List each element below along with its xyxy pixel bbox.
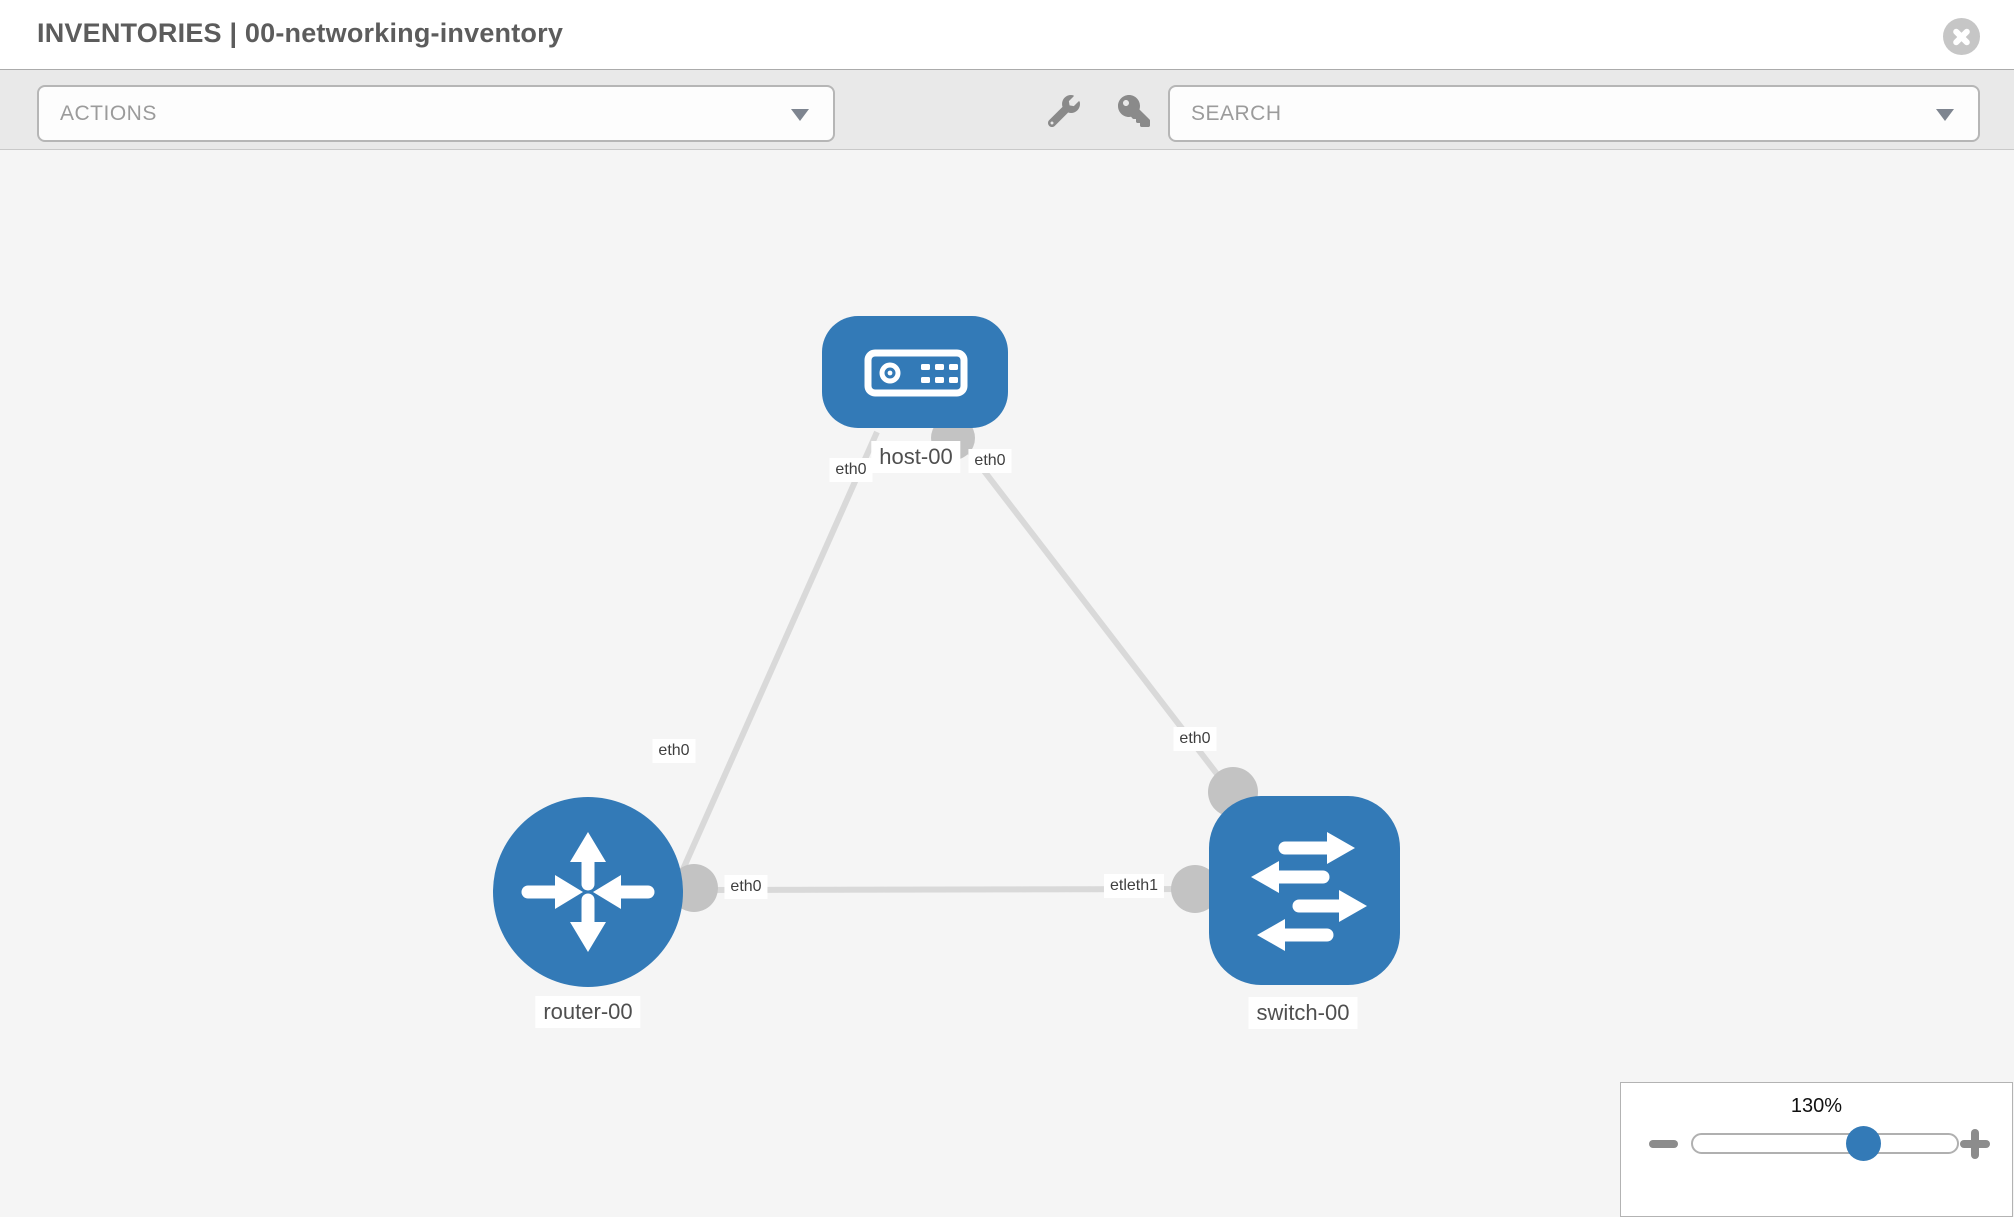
server-icon bbox=[864, 349, 968, 397]
actions-dropdown-placeholder: ACTIONS bbox=[60, 101, 157, 125]
actions-dropdown[interactable]: ACTIONS bbox=[37, 85, 835, 142]
router-icon bbox=[521, 832, 655, 952]
switch-icon bbox=[1251, 832, 1367, 951]
interface-label: eth0 bbox=[1173, 727, 1217, 751]
node-switch[interactable] bbox=[1209, 796, 1400, 985]
zoom-slider-track[interactable] bbox=[1691, 1133, 1959, 1154]
chevron-down-icon bbox=[1936, 108, 1954, 121]
interface-label: eth0 bbox=[968, 449, 1012, 473]
zoom-out-button[interactable] bbox=[1649, 1140, 1678, 1148]
node-label-host: host-00 bbox=[871, 441, 961, 473]
plus-icon bbox=[1971, 1129, 1979, 1159]
zoom-in-button[interactable] bbox=[1960, 1129, 1990, 1159]
search-dropdown-placeholder: SEARCH bbox=[1191, 101, 1282, 125]
topology-canvas[interactable]: host-00 router-00 switch-00 eth0 eth0 et… bbox=[0, 150, 2014, 1217]
node-host[interactable] bbox=[822, 316, 1008, 428]
interface-label: eth0 bbox=[829, 458, 873, 482]
chevron-down-icon bbox=[791, 108, 809, 121]
interface-dot-switch-left bbox=[1171, 865, 1219, 913]
node-label-router: router-00 bbox=[535, 996, 641, 1028]
toolbar: ACTIONS SEARCH bbox=[0, 69, 2014, 150]
zoom-panel: 130% bbox=[1620, 1082, 2013, 1217]
interface-label: eth0 bbox=[652, 739, 696, 763]
key-icon[interactable] bbox=[1116, 95, 1152, 127]
zoom-level-value: 130% bbox=[1790, 1095, 1843, 1117]
interface-label: etleth1 bbox=[1103, 874, 1165, 898]
search-dropdown[interactable]: SEARCH bbox=[1168, 85, 1980, 142]
zoom-slider-thumb[interactable] bbox=[1846, 1126, 1881, 1161]
page-title: INVENTORIES | 00-networking-inventory bbox=[37, 18, 564, 48]
header-bar: INVENTORIES | 00-networking-inventory bbox=[0, 0, 2014, 69]
wrench-icon[interactable] bbox=[1047, 95, 1080, 128]
node-router[interactable] bbox=[493, 797, 683, 987]
topology-links-layer bbox=[642, 416, 1258, 957]
node-label-switch: switch-00 bbox=[1248, 997, 1358, 1029]
interface-label: eth0 bbox=[724, 875, 768, 899]
close-icon[interactable] bbox=[1943, 18, 1980, 55]
